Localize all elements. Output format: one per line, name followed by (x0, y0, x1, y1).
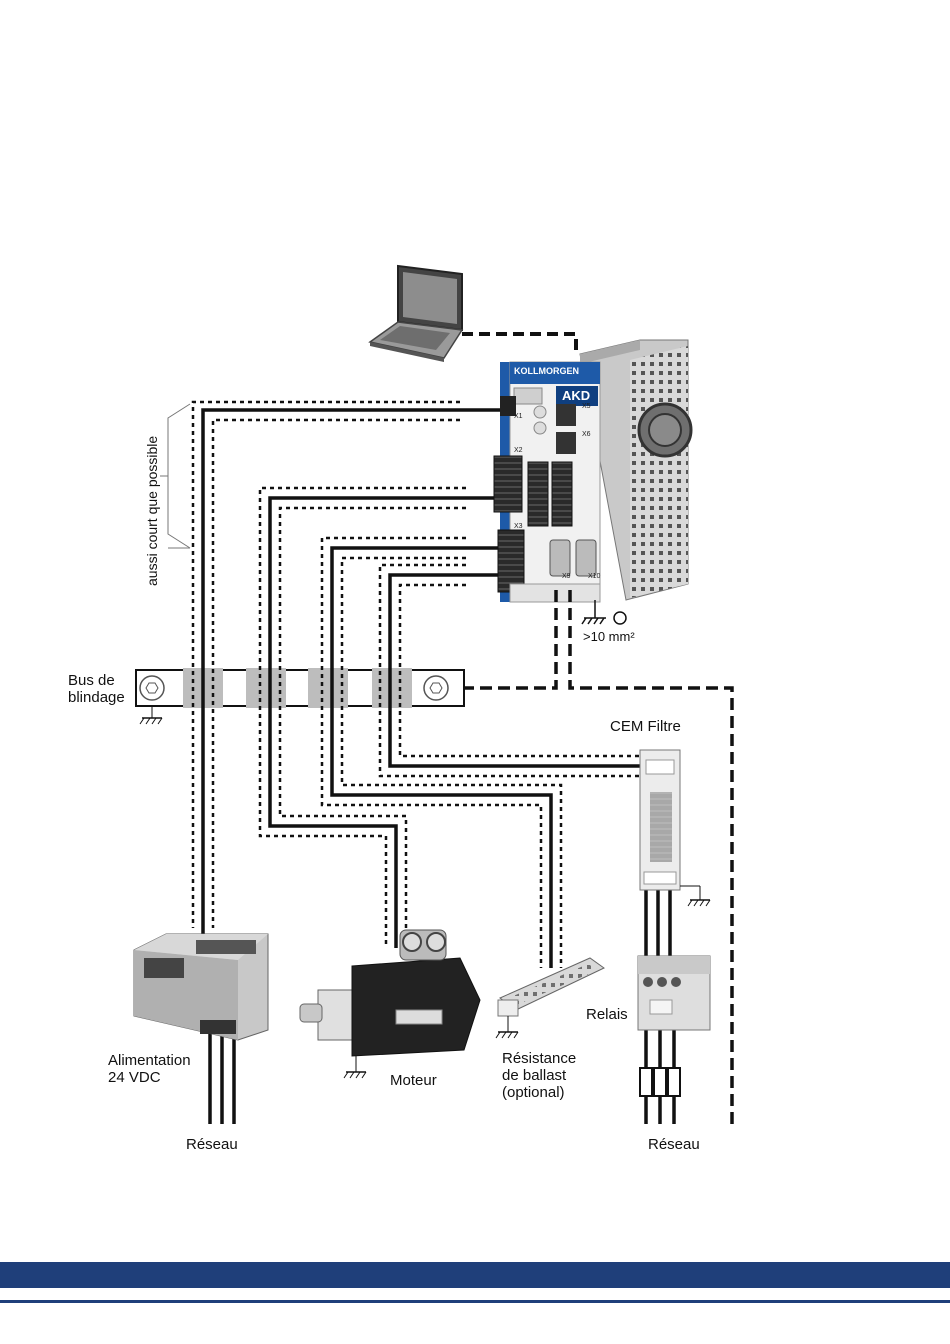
mains-fuses (640, 1068, 680, 1096)
connector-label-x5: X5 (582, 403, 591, 410)
connector-label-x1: X1 (514, 413, 523, 420)
servo-motor (300, 930, 480, 1078)
pe-line (464, 590, 556, 688)
connector-label-x2: X2 (514, 447, 523, 454)
mains-left-label: Réseau (186, 1136, 238, 1153)
laptop-icon (370, 266, 462, 362)
connector-label-x10: X10 (588, 573, 601, 580)
emc-filter-label: CEM Filtre (610, 718, 681, 735)
cable-length-note: aussi court que possible (144, 436, 160, 586)
drive-model-label: AKD (562, 388, 590, 403)
motor-label: Moteur (390, 1072, 437, 1089)
relay-contactor (638, 956, 710, 1030)
shield-bus-label: Bus de blindage (68, 672, 125, 706)
ground-section-label: >10 mm² (583, 628, 635, 645)
emc-filter (640, 750, 710, 906)
ballast-resistor (496, 958, 604, 1038)
connector-label-x9: X9 (562, 573, 571, 580)
drive-brand-label: KOLLMORGEN (514, 366, 579, 377)
shield-bus-bar (136, 668, 464, 724)
connector-label-x6: X6 (582, 431, 591, 438)
relay-label: Relais (586, 1006, 628, 1023)
power-supply-label: Alimentation 24 VDC (108, 1052, 191, 1086)
footer-band (0, 1262, 950, 1288)
footer-rule (0, 1300, 950, 1303)
mains-right-label: Réseau (648, 1136, 700, 1153)
length-brace (160, 404, 190, 548)
ethernet-cable (462, 334, 576, 356)
connector-label-x3: X3 (514, 523, 523, 530)
ballast-resistor-label: Résistance de ballast (optional) (502, 1050, 576, 1101)
drive-ground-icon (582, 600, 626, 624)
power-supply (134, 934, 268, 1040)
akd-drive-unit (494, 340, 691, 602)
